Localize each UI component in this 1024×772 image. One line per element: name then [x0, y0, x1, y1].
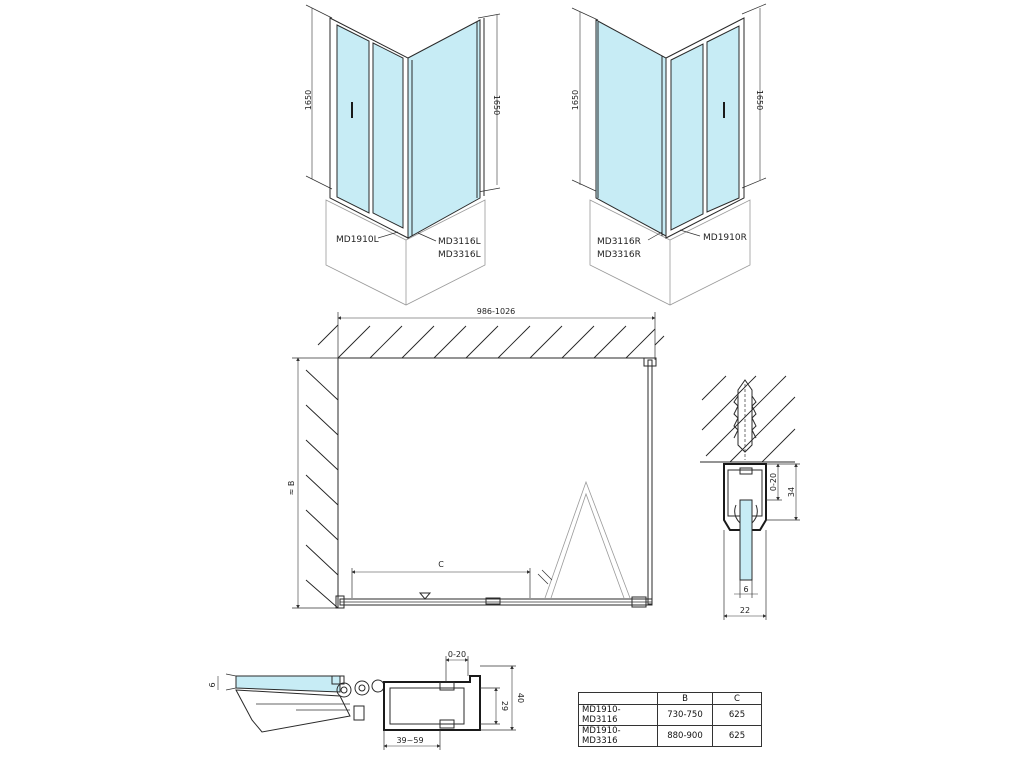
table-row: MD1910-MD3316 880-900 625	[578, 725, 762, 747]
profile-height-dim: 34	[787, 487, 796, 497]
label-md3316l: MD3316L	[438, 250, 481, 260]
spec-header-c: C	[712, 692, 762, 705]
height-dim-left-a: 1650	[304, 90, 313, 110]
spec-cell-c: 625	[712, 725, 762, 747]
profile-glass	[739, 499, 753, 581]
hinge-detail: 6 0-20 29 40 39~59	[208, 650, 525, 750]
spec-cell-model: MD1910-MD3116	[578, 704, 658, 726]
profile-glass-dim: 6	[743, 585, 748, 594]
table-row: MD1910-MD3116 730-750 625	[578, 704, 762, 726]
plan-view: 986-1026	[287, 307, 665, 609]
door-glass-2	[372, 42, 404, 229]
hinge-glass	[235, 675, 341, 693]
iso-view-left: 1650 1650 MD1910L MD3116L MD3316L	[304, 4, 501, 306]
door-glass-1	[336, 24, 370, 214]
hinge-inner-dim: 29	[500, 701, 509, 711]
spec-table: B C MD1910-MD3116 730-750 625 MD1910-MD3…	[578, 692, 762, 747]
spec-cell-b: 880-900	[657, 725, 713, 747]
left-wall-hatch	[305, 358, 339, 609]
width-dim: 986-1026	[477, 307, 516, 316]
height-dim-right-b: 1650	[755, 90, 764, 110]
side-wall-glass-left	[407, 19, 481, 239]
height-dim-left-b: 1650	[492, 95, 501, 115]
side-glass-plan	[647, 359, 653, 605]
spec-cell-c: 625	[712, 704, 762, 726]
hinge-range-dim: 39~59	[396, 736, 423, 745]
spec-cell-model: MD1910-MD3316	[578, 725, 658, 747]
opening-dim: C	[438, 560, 444, 569]
label-md1910r: MD1910R	[703, 233, 747, 243]
profile-width-dim: 22	[740, 606, 750, 615]
hinge-glass-dim: 6	[208, 682, 217, 687]
spec-header-model	[578, 692, 658, 705]
label-md3116r: MD3116R	[597, 237, 641, 247]
label-md3116l: MD3116L	[438, 237, 481, 247]
spec-table-header: B C	[578, 692, 762, 705]
door-glass-4	[706, 25, 740, 213]
depth-dim: ≈ B	[287, 481, 296, 496]
label-md1910l: MD1910L	[336, 235, 379, 245]
iso-view-right: 1650 1650 MD3116R MD3316R MD1910R	[571, 3, 767, 306]
hinge-adjust-dim: 0-20	[448, 650, 466, 659]
door-frame-right	[665, 17, 745, 239]
top-wall-hatch	[317, 324, 665, 359]
height-dim-right-a: 1650	[571, 90, 580, 110]
side-wall-glass-right	[595, 19, 667, 237]
profile-adjust-dim: 0-20	[769, 473, 778, 491]
hinge-outer-dim: 40	[516, 693, 525, 703]
door-glass-3	[670, 43, 704, 231]
spec-cell-b: 730-750	[657, 704, 713, 726]
profile-detail: 0-20 34 6 22	[700, 375, 800, 620]
spec-header-b: B	[657, 692, 713, 705]
label-md3316r: MD3316R	[597, 250, 641, 260]
